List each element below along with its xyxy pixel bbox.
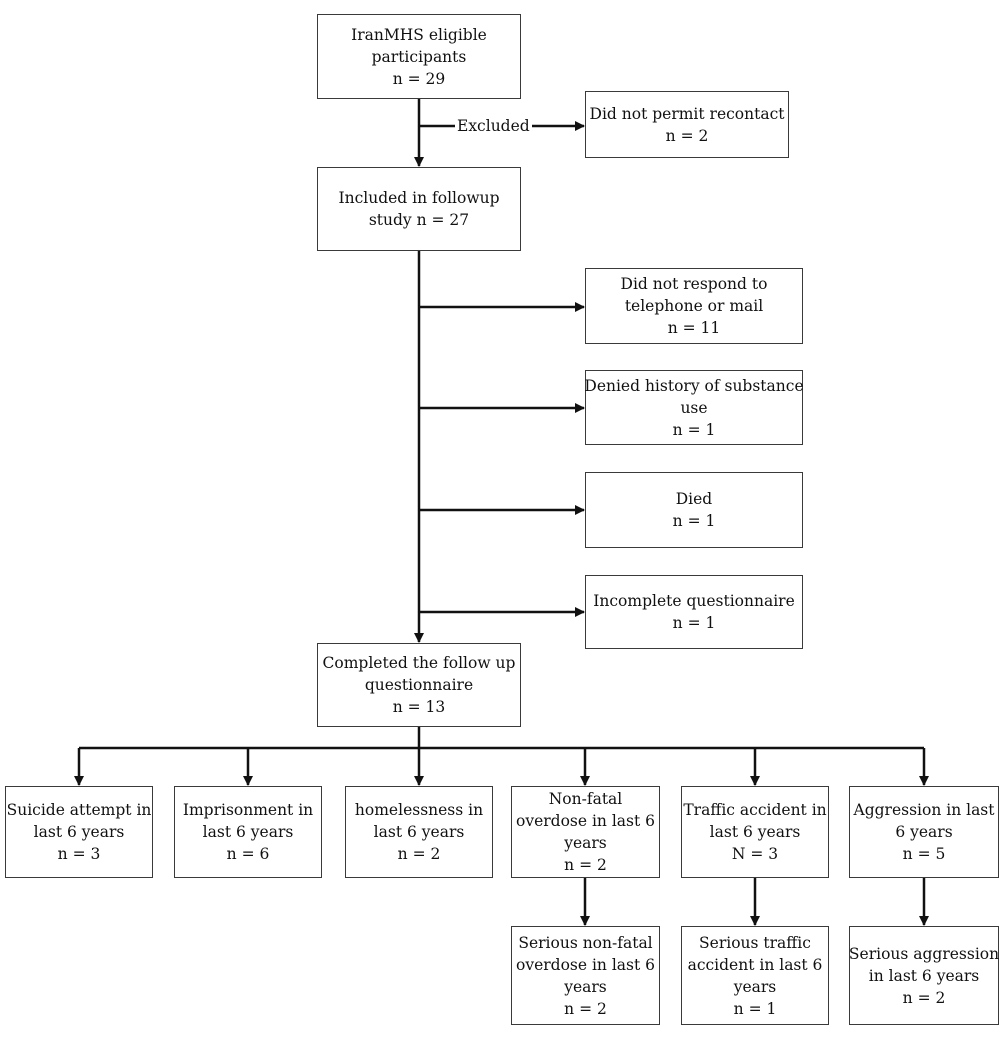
edge-label-excluded: Excluded	[455, 116, 532, 136]
